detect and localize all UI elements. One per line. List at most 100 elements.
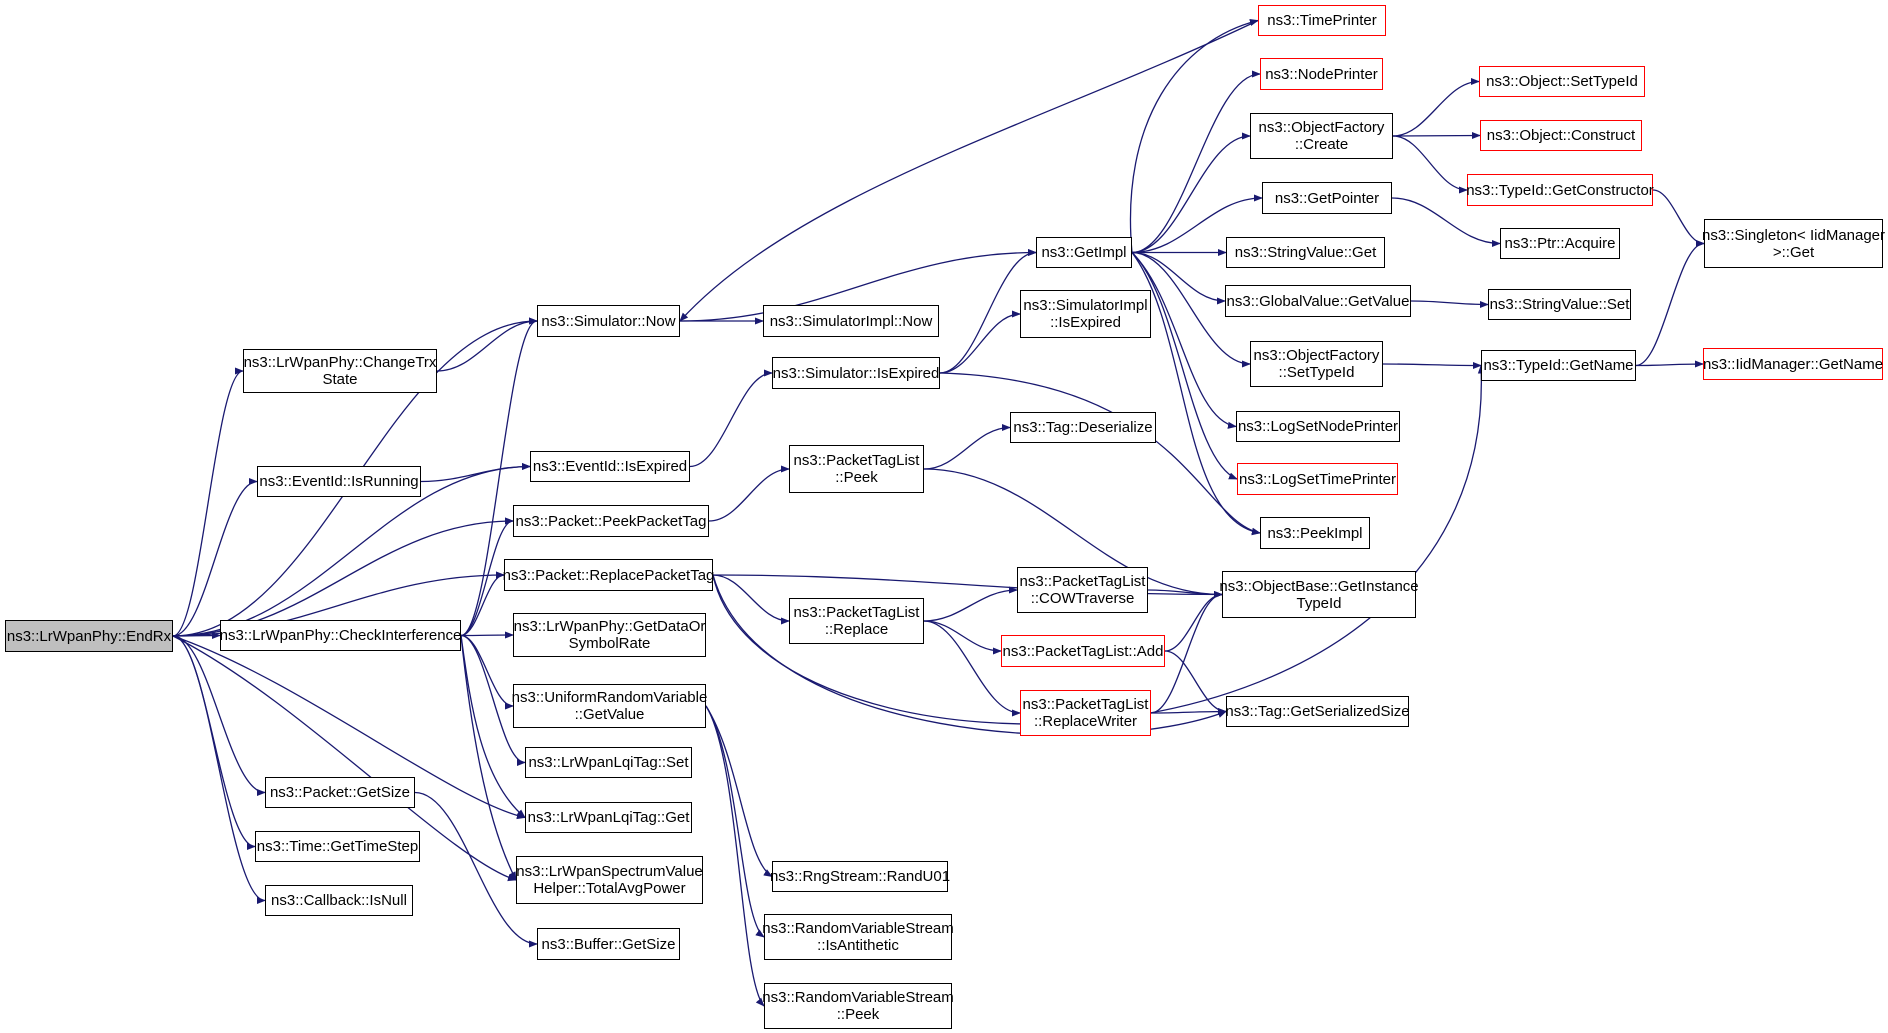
edge-pktgetsize-to-bufgetsize (414, 791, 538, 948)
edge-replwriter-to-obgetinst (1150, 590, 1223, 714)
node-peekpkttag[interactable]: ns3::Packet::PeekPacketTag (513, 505, 709, 537)
node-ptladd[interactable]: ns3::PacketTagList::Add (1001, 635, 1165, 667)
node-checkint[interactable]: ns3::LrWpanPhy::CheckInterference (220, 620, 461, 651)
edge-ptlreplace-to-cowtraverse (923, 586, 1018, 622)
node-label: ns3::EventId::IsRunning (259, 473, 419, 490)
node-ptlpeek[interactable]: ns3::PacketTagList::Peek (789, 445, 924, 493)
edge-endrx-to-isnull (172, 635, 266, 905)
edge-getimpl-to-ofcreate (1131, 132, 1251, 254)
node-label: ns3::SimulatorImpl::Now (769, 312, 933, 330)
node-getpointer[interactable]: ns3::GetPointer (1262, 182, 1392, 214)
node-label: ns3::NodePrinter (1265, 65, 1378, 83)
node-label: ns3::PacketTagList::Peek (793, 452, 920, 486)
node-simnow[interactable]: ns3::Simulator::Now (537, 305, 680, 337)
node-rvsanti[interactable]: ns3::RandomVariableStream::IsAntithetic (762, 914, 954, 960)
node-gvgetvalue[interactable]: ns3::GlobalValue::GetValue (1225, 285, 1411, 317)
node-timestep[interactable]: ns3::Time::GetTimeStep (255, 831, 420, 862)
node-label: ns3::GetImpl (1041, 244, 1127, 261)
node-label: ns3::PacketTagList::Add (1002, 642, 1164, 660)
edge-getimpl-to-ofsettypeid (1131, 251, 1251, 368)
node-urvgetvalue[interactable]: ns3::UniformRandomVariable::GetValue (511, 684, 708, 728)
node-ofsettypeid[interactable]: ns3::ObjectFactory::SetTypeId (1250, 341, 1383, 387)
edge-checkint-to-simnow (460, 317, 538, 637)
node-simimplnow[interactable]: ns3::SimulatorImpl::Now (763, 305, 939, 337)
node-logsetnode[interactable]: ns3::LogSetNodePrinter (1236, 411, 1400, 442)
node-label: ns3::Tag::GetSerializedSize (1225, 703, 1410, 720)
node-singleton[interactable]: ns3::Singleton< IidManager>::Get (1702, 219, 1885, 268)
node-tagdeser[interactable]: ns3::Tag::Deserialize (1010, 412, 1156, 443)
edge-peekpkttag-to-ptlpeek (708, 465, 790, 522)
node-svset[interactable]: ns3::StringValue::Set (1488, 289, 1631, 320)
edge-urvgetvalue-to-rvspeek (705, 705, 765, 1007)
edge-urvgetvalue-to-rngrand (705, 705, 773, 878)
node-simisexpired[interactable]: ns3::Simulator::IsExpired (772, 357, 940, 389)
node-taggetser[interactable]: ns3::Tag::GetSerializedSize (1225, 696, 1410, 727)
node-getimpl[interactable]: ns3::GetImpl (1036, 237, 1132, 268)
edge-endrx-to-lqiget (172, 635, 526, 820)
edge-checkint-to-totalavg (460, 635, 517, 881)
node-ptracquire[interactable]: ns3::Ptr::Acquire (1500, 228, 1620, 259)
node-peekimpl[interactable]: ns3::PeekImpl (1260, 517, 1370, 549)
node-isexpired[interactable]: ns3::EventId::IsExpired (530, 451, 690, 482)
node-objconstruct[interactable]: ns3::Object::Construct (1480, 120, 1642, 151)
edge-checkint-to-lqiget (460, 635, 526, 819)
edge-getpointer-to-ptracquire (1391, 197, 1501, 248)
node-ptlreplace[interactable]: ns3::PacketTagList::Replace (789, 598, 924, 644)
node-simimplexp[interactable]: ns3::SimulatorImpl::IsExpired (1020, 290, 1151, 338)
node-iidgetname[interactable]: ns3::IidManager::GetName (1703, 348, 1883, 380)
node-label: ns3::PacketTagList::COWTraverse (1019, 573, 1146, 607)
node-rngrand[interactable]: ns3::RngStream::RandU01 (770, 861, 950, 892)
node-svget[interactable]: ns3::StringValue::Get (1226, 237, 1385, 268)
edge-getimpl-to-logsetnode (1131, 252, 1237, 429)
node-pktgetsize[interactable]: ns3::Packet::GetSize (265, 777, 415, 808)
node-isrunning[interactable]: ns3::EventId::IsRunning (257, 466, 421, 497)
node-label: ns3::Packet::PeekPacketTag (515, 512, 707, 530)
edge-ofcreate-to-objsettypeid (1392, 77, 1480, 137)
edge-simisexpired-to-getimpl (939, 248, 1037, 374)
edge-tidgetname-to-iidgetname (1635, 360, 1704, 368)
node-label: ns3::SimulatorImpl::IsExpired (1023, 297, 1148, 331)
edge-timeprinter-to-simnow (679, 19, 1259, 322)
node-tidgetname[interactable]: ns3::TypeId::GetName (1481, 350, 1636, 381)
node-cowtraverse[interactable]: ns3::PacketTagList::COWTraverse (1017, 567, 1148, 613)
node-isnull[interactable]: ns3::Callback::IsNull (265, 885, 413, 916)
node-label: ns3::Object::SetTypeId (1486, 73, 1638, 90)
node-lqiget[interactable]: ns3::LrWpanLqiTag::Get (525, 802, 692, 833)
node-lqiset[interactable]: ns3::LrWpanLqiTag::Set (525, 747, 692, 778)
edge-isexpired-to-simisexpired (689, 369, 773, 468)
node-label: ns3::PacketTagList::Replace (793, 604, 920, 638)
node-label: ns3::GetPointer (1274, 189, 1380, 207)
node-replwriter[interactable]: ns3::PacketTagList::ReplaceWriter (1020, 690, 1151, 736)
node-endrx[interactable]: ns3::LrWpanPhy::EndRx (5, 620, 173, 652)
node-bufgetsize[interactable]: ns3::Buffer::GetSize (537, 928, 680, 960)
node-rvspeek[interactable]: ns3::RandomVariableStream::Peek (762, 983, 954, 1029)
edge-simisexpired-to-peekimpl (939, 372, 1261, 535)
edge-checkint-to-getdatarate (460, 631, 514, 639)
edge-replpkttag-to-taggetser (712, 574, 1227, 736)
edge-isrunning-to-isexpired (420, 462, 531, 483)
node-label: ns3::TypeId::GetName (1483, 357, 1634, 374)
edge-ptlpeek-to-tagdeser (923, 423, 1011, 470)
edge-changetrx-to-simnow (436, 317, 538, 372)
node-tidgetctor[interactable]: ns3::TypeId::GetConstructor (1466, 174, 1654, 206)
node-replpkttag[interactable]: ns3::Packet::ReplacePacketTag (503, 559, 714, 591)
edge-endrx-to-changetrx (172, 367, 244, 637)
node-nodeprinter[interactable]: ns3::NodePrinter (1260, 58, 1383, 90)
edge-gvgetvalue-to-svset (1410, 300, 1489, 309)
node-ofcreate[interactable]: ns3::ObjectFactory::Create (1250, 113, 1393, 159)
node-label: ns3::EventId::IsExpired (532, 458, 688, 475)
node-label: ns3::UniformRandomVariable::GetValue (511, 689, 708, 723)
edge-getimpl-to-peekimpl (1131, 252, 1261, 536)
node-logsettime[interactable]: ns3::LogSetTimePrinter (1237, 463, 1398, 495)
node-label: ns3::Simulator::IsExpired (772, 364, 940, 382)
node-timeprinter[interactable]: ns3::TimePrinter (1258, 5, 1386, 36)
node-objsettypeid[interactable]: ns3::Object::SetTypeId (1479, 66, 1645, 97)
edge-ptladd-to-obgetinst (1164, 590, 1223, 652)
